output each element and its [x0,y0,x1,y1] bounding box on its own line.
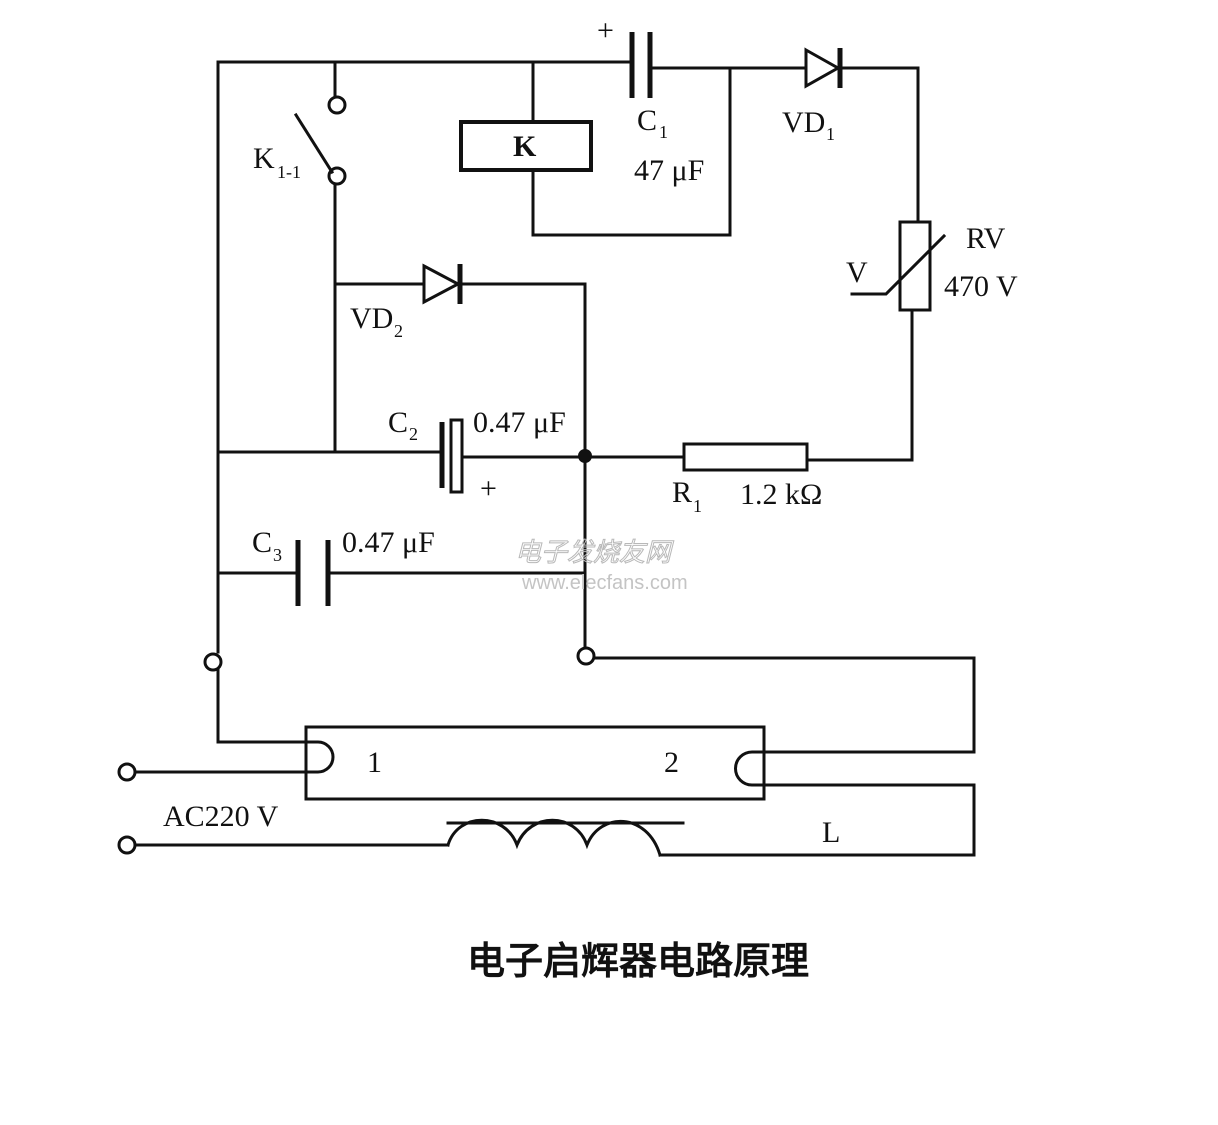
r1-value: 1.2 kΩ [740,478,822,511]
inductor-l: L [446,816,840,857]
diode-vd1: VD 1 [782,47,843,144]
c3-value: 0.47 μF [342,526,435,559]
ac-terminal-1 [117,762,137,782]
c2-plus: + [480,472,497,505]
relay-ref: K [513,130,537,163]
vd2-ref: VD [350,302,393,335]
rv-value: 470 V [944,270,1018,303]
capacitor-c1: + C 1 47 μF [597,14,704,187]
rv-ref: RV [966,222,1006,255]
r1-ref: R [672,476,692,509]
capacitor-c2: C 2 0.47 μF + [388,406,566,505]
diode-vd2: VD 2 [350,263,463,341]
c3-ref: C [252,526,272,559]
lamp-pin1-label: 1 [367,746,382,779]
c2-value: 0.47 μF [473,406,566,439]
relay-k: K [459,120,593,172]
switch-k1-1: K 1-1 [253,95,347,186]
diagram-title: 电子启辉器电路原理 [467,939,809,983]
switch-sub: 1-1 [277,162,301,182]
c1-plus: + [597,14,614,47]
ac-terminal-2 [117,835,137,855]
vd2-sub: 2 [394,321,403,341]
ac-source-label: AC220 V [163,800,279,833]
resistor-r1: R 1 1.2 kΩ [672,442,822,516]
c2-ref: C [388,406,408,439]
inductor-ref: L [822,816,840,849]
switch-ref: K [253,142,275,175]
wiring [133,60,976,857]
vd1-sub: 1 [826,124,835,144]
starter-terminal-right [576,646,596,666]
ac-source: AC220 V [117,762,279,855]
c3-sub: 3 [273,545,282,565]
c1-value: 47 μF [634,154,704,187]
watermark-url: www.elecfans.com [521,572,688,594]
starter-terminal-left [203,652,223,672]
c1-ref: C [637,104,657,137]
c1-sub: 1 [659,122,668,142]
vd1-ref: VD [782,106,825,139]
watermark: 电子发烧友网 www.elecfans.com [515,538,688,595]
c2-sub: 2 [409,424,418,444]
r1-sub: 1 [693,496,702,516]
fluorescent-tube: 1 2 [304,725,766,801]
junction-node [578,449,592,463]
capacitor-c3: C 3 0.47 μF [252,526,435,606]
watermark-cn: 电子发烧友网 [515,538,674,568]
varistor-rv: V RV 470 V [846,220,1018,312]
rv-symbol: V [846,256,868,289]
lamp-pin2-label: 2 [664,746,679,779]
